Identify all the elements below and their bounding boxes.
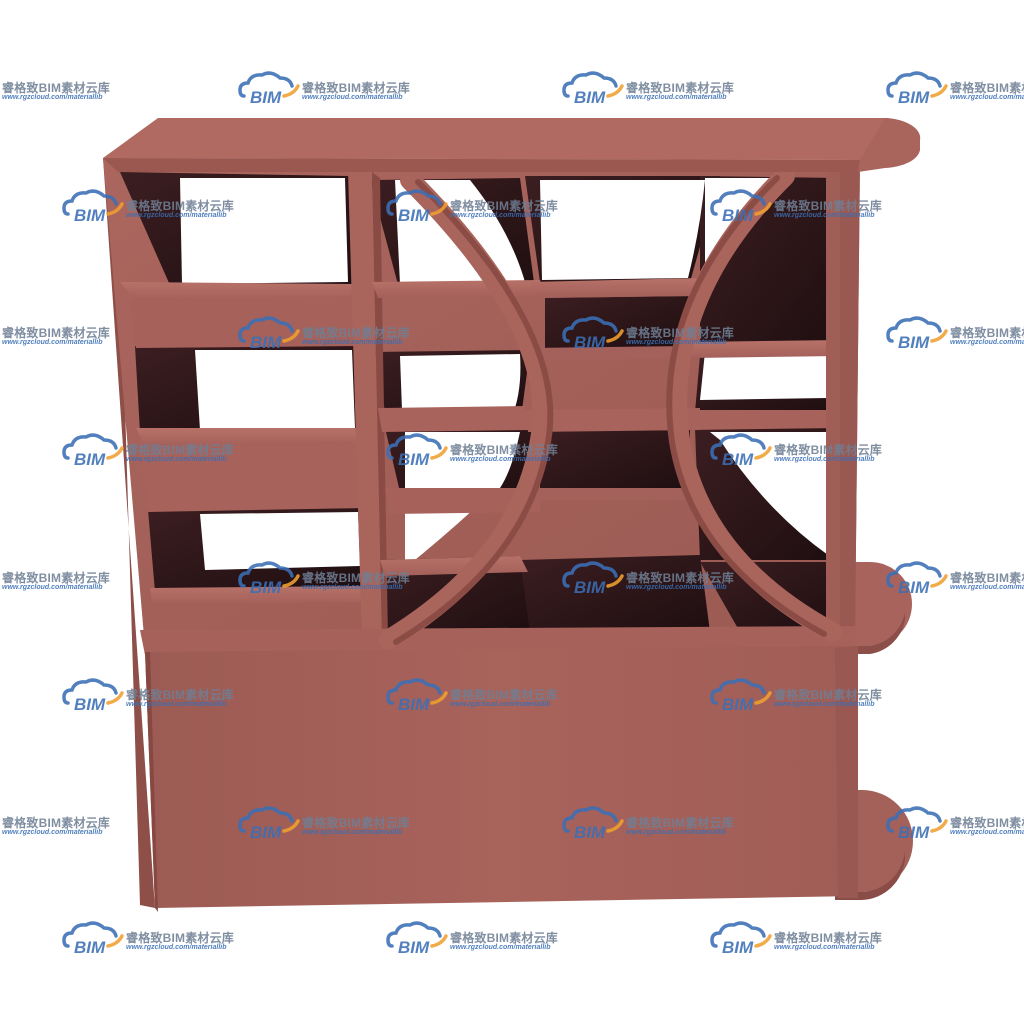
shelf-boards — [120, 170, 855, 655]
top-board — [103, 118, 921, 172]
lower-cabinet — [145, 646, 858, 912]
arc-dividers — [378, 166, 842, 650]
